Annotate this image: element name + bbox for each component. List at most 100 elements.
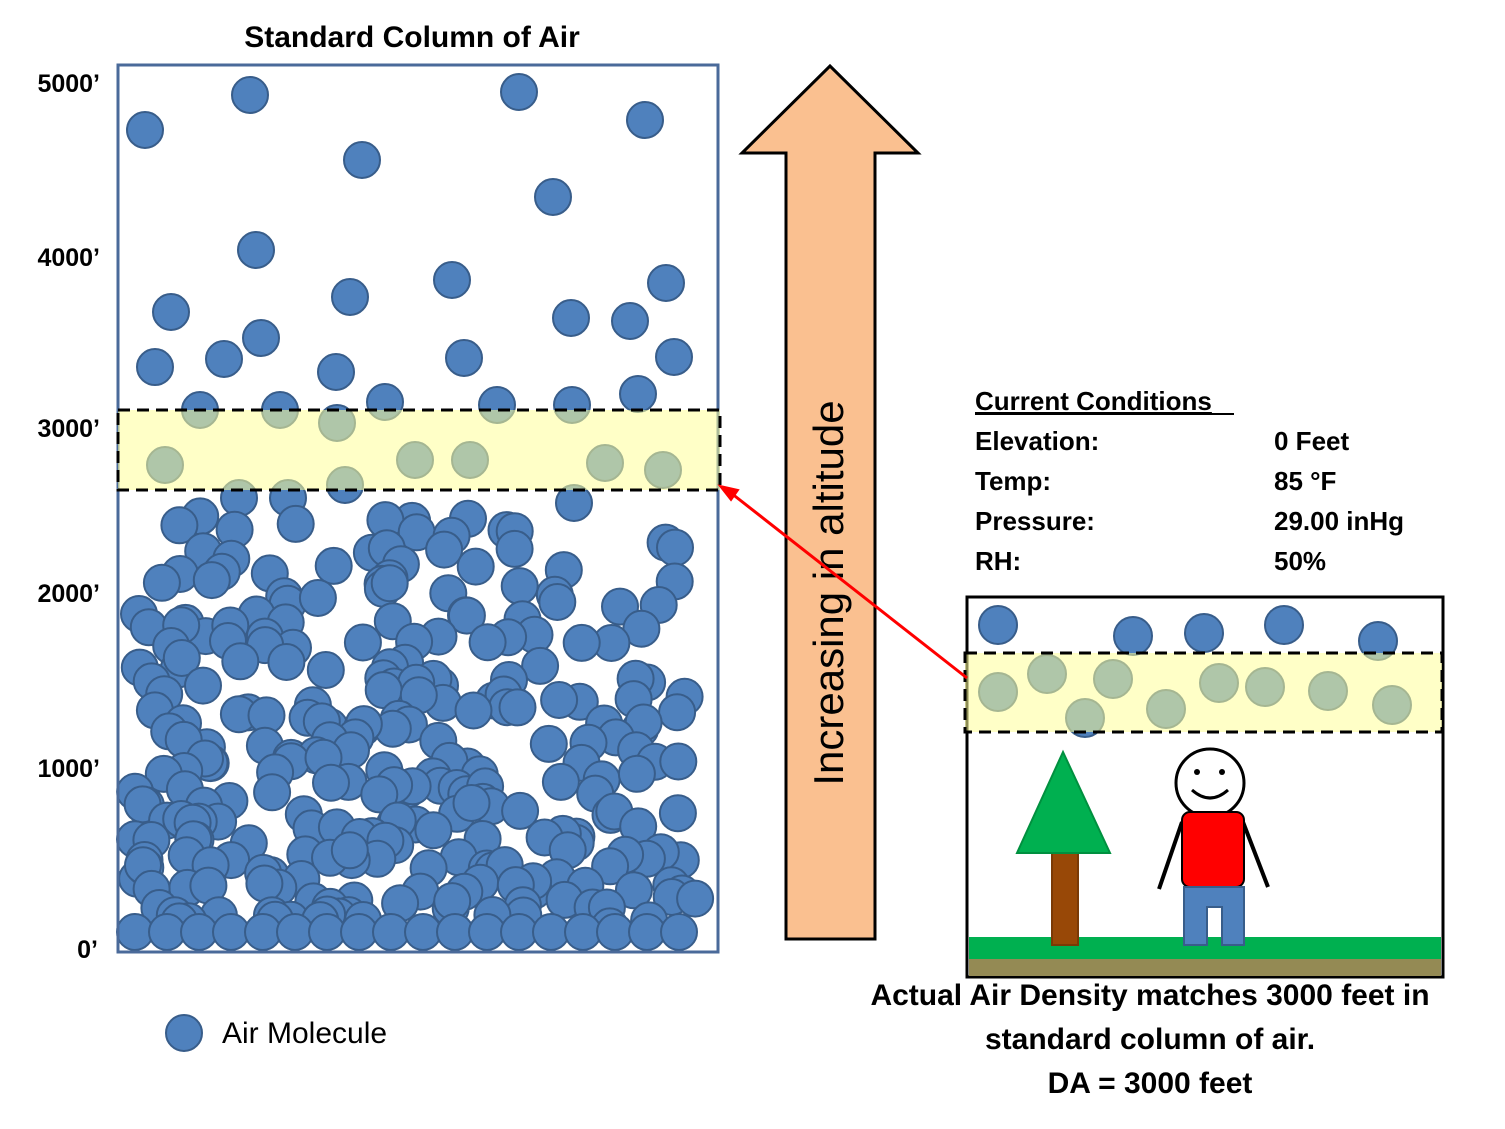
air-molecule-icon — [659, 742, 698, 781]
air-molecule-icon — [656, 528, 694, 567]
tick-label: 5000’ — [37, 70, 100, 98]
air-molecule-icon — [312, 763, 350, 802]
air-molecule-icon — [655, 338, 693, 376]
condition-label-temp: Temp: — [975, 466, 1051, 496]
air-molecule-icon — [340, 913, 378, 951]
air-molecule-icon — [237, 231, 275, 269]
air-molecule-icon — [564, 913, 602, 951]
air-molecule-icon — [276, 913, 314, 951]
air-molecule-icon — [308, 913, 346, 951]
air-molecule-icon — [330, 831, 369, 870]
tree-trunk — [1051, 852, 1079, 946]
person-head — [1174, 747, 1246, 819]
air-molecule-icon — [205, 340, 243, 378]
air-molecule-icon — [180, 913, 218, 951]
air-molecule-icon — [500, 567, 539, 606]
air-molecule-icon — [540, 681, 579, 719]
dirt — [969, 959, 1441, 976]
air-molecule-icon — [372, 913, 410, 951]
legend-label: Air Molecule — [222, 1017, 387, 1050]
scene-caption: Actual Air Density matches 3000 feet in … — [870, 979, 1429, 1100]
air-molecule-icon — [267, 643, 306, 681]
air-molecule-icon — [468, 623, 507, 662]
air-molecule-icon — [276, 504, 315, 543]
air-molecule-icon — [414, 811, 453, 850]
caption-line-1: Actual Air Density matches 3000 feet in — [870, 979, 1429, 1012]
air-molecule-icon — [298, 579, 337, 617]
air-molecule-icon — [626, 101, 664, 139]
air-molecule-icon — [314, 546, 353, 585]
air-molecule-icon — [160, 506, 199, 545]
air-molecule-icon — [500, 913, 538, 951]
air-molecule-icon — [343, 141, 381, 179]
grass — [969, 937, 1441, 959]
air-molecule-icon — [596, 913, 634, 951]
air-molecule-icon — [498, 688, 537, 727]
person-shirt — [1181, 811, 1245, 888]
tick-label: 4000’ — [37, 244, 100, 272]
air-molecule-icon — [529, 724, 568, 763]
air-molecule-icon — [500, 73, 538, 111]
air-molecule-icon — [1113, 616, 1153, 656]
air-molecule-icon — [658, 693, 697, 732]
air-molecule-icon — [617, 754, 656, 793]
air-molecule-icon — [360, 775, 399, 814]
air-molecule-icon — [468, 913, 506, 951]
air-molecule-icon — [614, 871, 653, 910]
air-molecule-icon — [192, 561, 231, 600]
air-molecule-icon — [534, 178, 572, 216]
column-molecules — [116, 73, 715, 951]
air-molecule-icon — [162, 639, 201, 677]
air-molecule-icon — [317, 353, 355, 391]
current-conditions: Current Conditions Elevation: 0 Feet Tem… — [975, 386, 1404, 576]
person-pants — [1183, 886, 1245, 946]
air-molecule-icon — [647, 264, 685, 302]
air-molecule-icon — [136, 348, 174, 386]
air-molecule-icon — [212, 913, 250, 951]
air-molecule-icon — [532, 913, 570, 951]
air-molecule-icon — [676, 879, 715, 918]
air-molecule-icon — [433, 261, 471, 299]
air-molecule-icon — [541, 762, 580, 801]
actual-conditions-scene — [963, 595, 1445, 979]
air-molecule-icon — [343, 623, 382, 662]
air-molecule-icon — [501, 791, 540, 830]
condition-value-temp: 85 °F — [1274, 466, 1336, 496]
air-molecule-icon — [148, 913, 186, 951]
air-molecule-icon — [521, 646, 560, 685]
legend: Air Molecule — [165, 1014, 387, 1052]
air-molecule-icon — [244, 913, 282, 951]
air-molecule-icon — [404, 913, 442, 951]
air-molecule-icon — [253, 773, 292, 812]
person-icon — [1157, 747, 1270, 946]
condition-value-rh: 50% — [1274, 546, 1326, 576]
air-molecule-icon — [456, 547, 495, 586]
condition-value-pressure: 29.00 inHg — [1274, 506, 1404, 536]
air-molecule-icon — [221, 642, 260, 681]
air-molecule-icon — [165, 1014, 203, 1052]
air-molecule-icon — [658, 794, 697, 833]
condition-label-rh: RH: — [975, 546, 1021, 576]
air-molecule-icon — [116, 913, 154, 951]
air-molecule-icon — [628, 913, 666, 951]
air-molecule-icon — [242, 319, 280, 357]
air-molecule-icon — [436, 913, 474, 951]
air-molecule-icon — [445, 339, 483, 377]
air-molecule-icon — [152, 293, 190, 331]
air-molecule-icon — [1184, 613, 1224, 653]
condition-label-elevation: Elevation: — [975, 426, 1099, 456]
tick-label: 3000’ — [37, 415, 100, 443]
pointer-arrowhead-icon — [717, 484, 740, 502]
air-molecule-icon — [495, 529, 534, 568]
column-frame — [116, 63, 720, 954]
up-arrow-icon — [738, 63, 922, 941]
air-molecule-icon — [370, 564, 409, 603]
air-molecule-icon — [126, 111, 164, 149]
air-molecule-icon — [1264, 605, 1304, 645]
tree-canopy — [1015, 749, 1112, 854]
air-molecule-icon — [452, 784, 491, 822]
altitude-axis: 5000’ 4000’ 3000’ 2000’ 1000’ 0’ — [37, 70, 100, 964]
air-molecule-icon — [331, 278, 369, 316]
tree-icon — [1015, 749, 1112, 946]
